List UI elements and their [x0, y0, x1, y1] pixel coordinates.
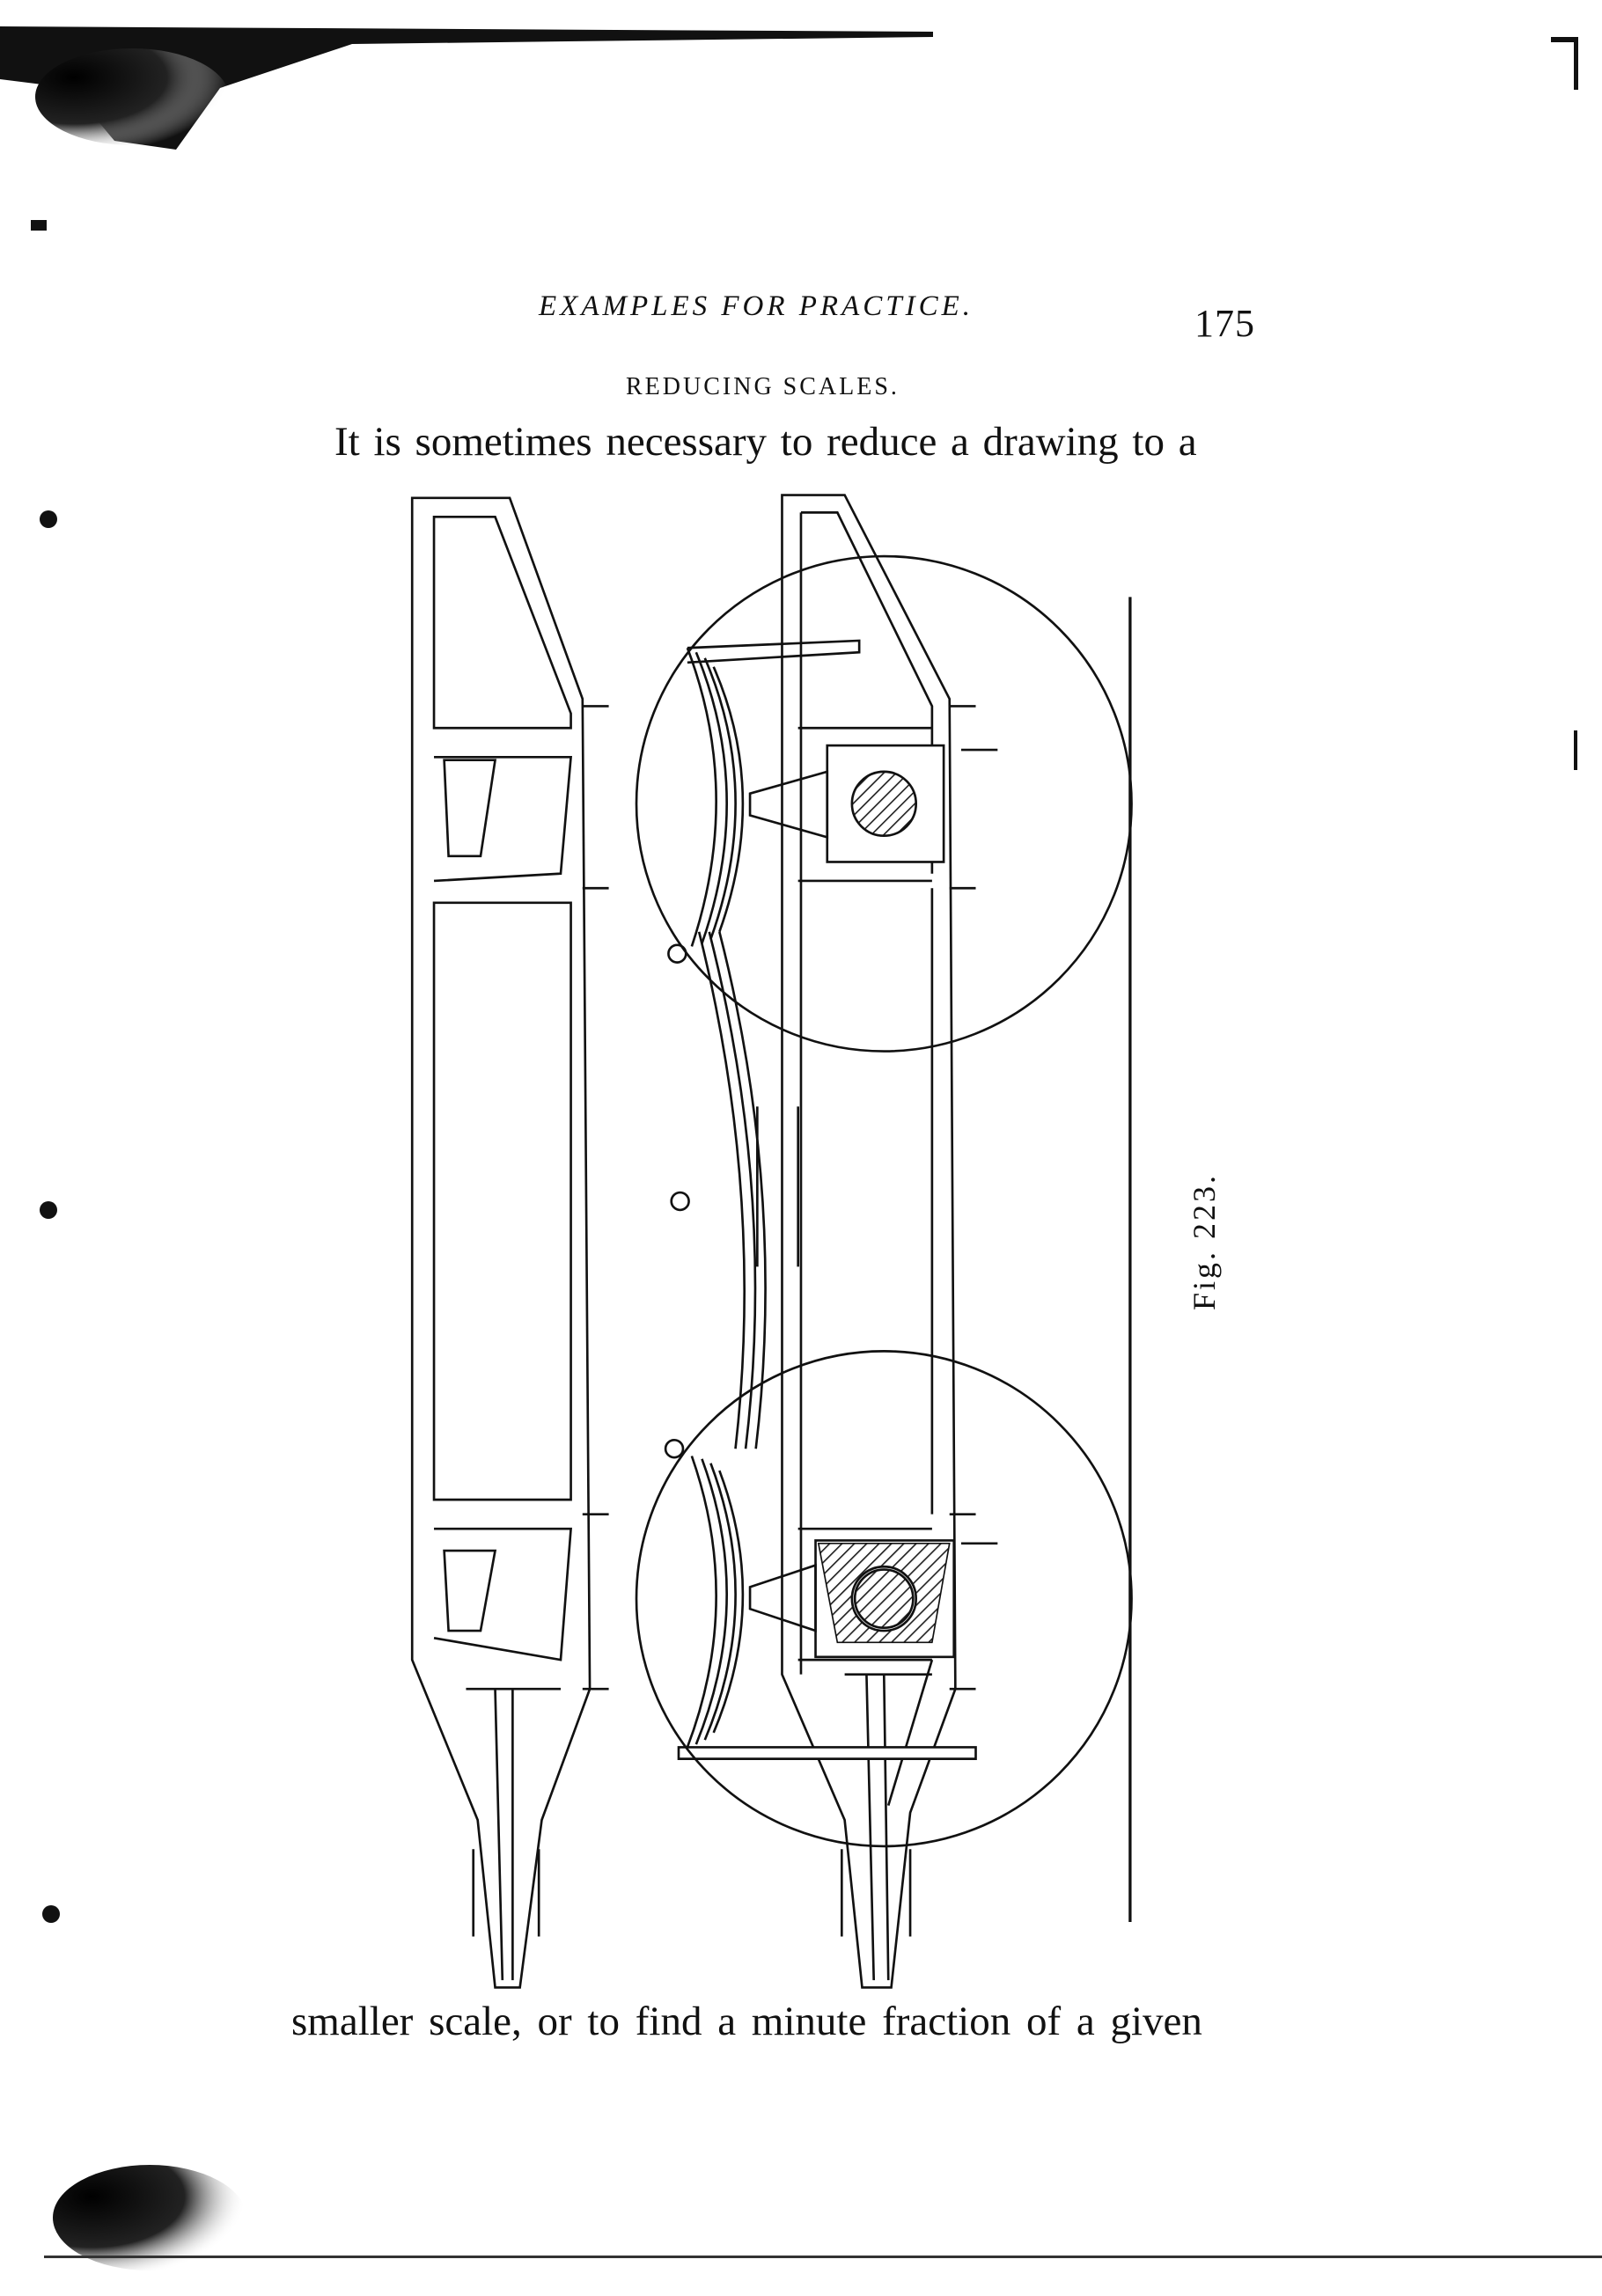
running-head: EXAMPLES FOR PRACTICE. [539, 290, 974, 322]
scan-shadow-top [0, 26, 1578, 150]
scan-shadow-bottom [31, 220, 1602, 2270]
body-text-line: It is sometimes necessary to reduce a dr… [334, 419, 1197, 465]
right-side-frame [781, 494, 998, 1989]
axle-box-upper [748, 744, 945, 863]
axle-box-lower [748, 1539, 956, 1659]
section-heading: REDUCING SCALES. [626, 373, 900, 400]
leaf-springs [664, 639, 977, 1760]
figure-caption: Fig. 223. [1187, 1172, 1223, 1311]
body-text-line: smaller scale, or to find a minute fract… [291, 1999, 1202, 2044]
left-side-frame [410, 496, 609, 1989]
page-number: 175 [1194, 302, 1255, 345]
